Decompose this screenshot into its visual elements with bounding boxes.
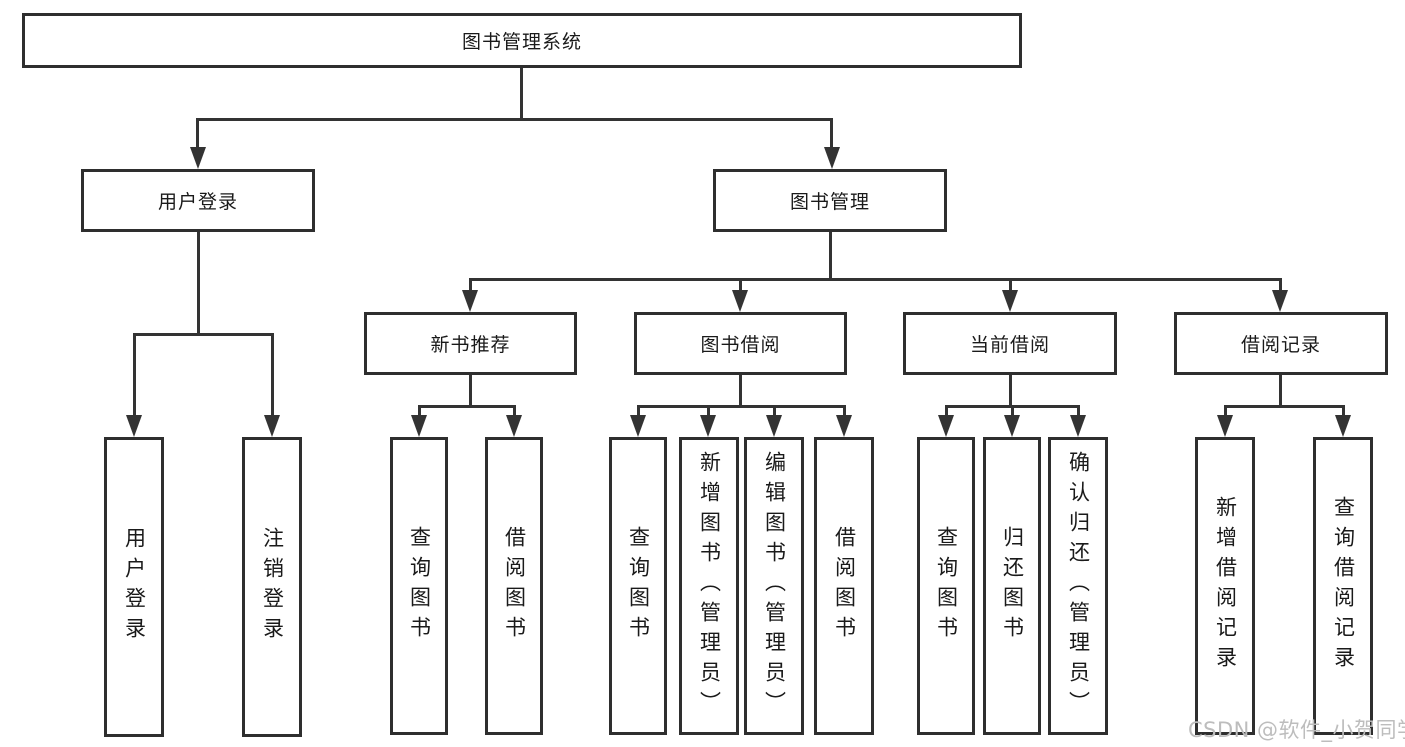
arrowhead-icon bbox=[630, 415, 646, 437]
connector-line bbox=[418, 405, 516, 408]
node-logout: 注销登录 bbox=[242, 437, 302, 737]
node-borrow-query-book-label: 查询图书 bbox=[626, 526, 651, 646]
arrowhead-icon bbox=[732, 290, 748, 312]
arrowhead-icon bbox=[1004, 415, 1020, 437]
connector-line bbox=[1279, 278, 1282, 294]
node-logout-label: 注销登录 bbox=[260, 527, 285, 647]
node-current-query-book-label: 查询图书 bbox=[934, 526, 959, 646]
node-current-query-book: 查询图书 bbox=[917, 437, 975, 735]
node-borrow-record: 借阅记录 bbox=[1174, 312, 1388, 375]
connector-line bbox=[196, 118, 833, 121]
node-borrow-record-label: 借阅记录 bbox=[1240, 334, 1321, 356]
connector-line bbox=[843, 405, 846, 417]
connector-line bbox=[133, 333, 274, 336]
arrowhead-icon bbox=[264, 415, 280, 437]
node-new-book-recommend-label: 新书推荐 bbox=[430, 334, 511, 356]
arrowhead-icon bbox=[766, 415, 782, 437]
node-add-book-admin-label: 新增图书（管理员） bbox=[697, 451, 722, 721]
connector-line bbox=[469, 278, 1282, 281]
arrowhead-icon bbox=[190, 147, 206, 169]
connector-line bbox=[829, 232, 832, 280]
node-recommend-borrow-book: 借阅图书 bbox=[485, 437, 543, 735]
node-edit-book-admin-label: 编辑图书（管理员） bbox=[762, 451, 787, 721]
connector-line bbox=[1224, 405, 1227, 417]
node-user-login: 用户登录 bbox=[81, 169, 315, 232]
node-new-book-recommend: 新书推荐 bbox=[364, 312, 577, 375]
connector-line bbox=[271, 333, 274, 417]
connector-line bbox=[773, 405, 776, 417]
arrowhead-icon bbox=[836, 415, 852, 437]
node-add-borrow-record-label: 新增借阅记录 bbox=[1213, 496, 1238, 676]
connector-line bbox=[739, 278, 742, 294]
node-return-book-label: 归还图书 bbox=[1000, 526, 1025, 646]
node-root: 图书管理系统 bbox=[22, 13, 1022, 68]
node-user-login-action-label: 用户登录 bbox=[122, 527, 147, 647]
connector-line bbox=[469, 375, 472, 407]
connector-line bbox=[1077, 405, 1080, 417]
arrowhead-icon bbox=[506, 415, 522, 437]
node-recommend-query-book-label: 查询图书 bbox=[407, 526, 432, 646]
node-user-login-action: 用户登录 bbox=[104, 437, 164, 737]
node-root-label: 图书管理系统 bbox=[461, 31, 582, 53]
connector-line bbox=[945, 405, 948, 417]
node-query-borrow-record-label: 查询借阅记录 bbox=[1331, 496, 1356, 676]
connector-line bbox=[513, 405, 516, 417]
arrowhead-icon bbox=[411, 415, 427, 437]
connector-line bbox=[707, 405, 710, 417]
connector-line bbox=[830, 118, 833, 149]
connector-line bbox=[637, 405, 640, 417]
arrowhead-icon bbox=[700, 415, 716, 437]
node-book-management-label: 图书管理 bbox=[789, 191, 870, 213]
node-query-borrow-record: 查询借阅记录 bbox=[1313, 437, 1373, 735]
node-recommend-query-book: 查询图书 bbox=[390, 437, 448, 735]
arrowhead-icon bbox=[1002, 290, 1018, 312]
node-add-borrow-record: 新增借阅记录 bbox=[1195, 437, 1255, 735]
arrowhead-icon bbox=[1335, 415, 1351, 437]
csdn-watermark: CSDN @软件_小贺同学 bbox=[1188, 718, 1405, 742]
node-current-borrow-label: 当前借阅 bbox=[969, 334, 1050, 356]
connector-line bbox=[418, 405, 421, 417]
arrowhead-icon bbox=[462, 290, 478, 312]
node-user-login-label: 用户登录 bbox=[157, 191, 238, 213]
connector-line bbox=[1342, 405, 1345, 417]
arrowhead-icon bbox=[938, 415, 954, 437]
connector-line bbox=[637, 405, 846, 408]
connector-line bbox=[197, 232, 200, 335]
connector-line bbox=[196, 118, 199, 149]
node-confirm-return-admin: 确认归还（管理员） bbox=[1048, 437, 1108, 735]
node-book-borrow-label: 图书借阅 bbox=[700, 334, 781, 356]
node-borrow-book: 借阅图书 bbox=[814, 437, 874, 735]
connector-line bbox=[739, 375, 742, 407]
connector-line bbox=[1011, 405, 1014, 417]
connector-line bbox=[133, 333, 136, 417]
node-current-borrow: 当前借阅 bbox=[903, 312, 1117, 375]
node-recommend-borrow-book-label: 借阅图书 bbox=[502, 526, 527, 646]
connector-line bbox=[1224, 405, 1345, 408]
node-borrow-query-book: 查询图书 bbox=[609, 437, 667, 735]
node-book-management: 图书管理 bbox=[713, 169, 947, 232]
node-confirm-return-admin-label: 确认归还（管理员） bbox=[1066, 451, 1091, 721]
node-borrow-book-label: 借阅图书 bbox=[832, 526, 857, 646]
connector-line bbox=[1279, 375, 1282, 407]
arrowhead-icon bbox=[1070, 415, 1086, 437]
connector-line bbox=[1009, 278, 1012, 294]
node-add-book-admin: 新增图书（管理员） bbox=[679, 437, 739, 735]
node-book-borrow: 图书借阅 bbox=[634, 312, 847, 375]
arrowhead-icon bbox=[1217, 415, 1233, 437]
node-edit-book-admin: 编辑图书（管理员） bbox=[744, 437, 804, 735]
connector-line bbox=[469, 278, 472, 294]
arrowhead-icon bbox=[1272, 290, 1288, 312]
node-return-book: 归还图书 bbox=[983, 437, 1041, 735]
connector-line bbox=[1009, 375, 1012, 407]
connector-line bbox=[520, 68, 523, 120]
arrowhead-icon bbox=[824, 147, 840, 169]
arrowhead-icon bbox=[126, 415, 142, 437]
